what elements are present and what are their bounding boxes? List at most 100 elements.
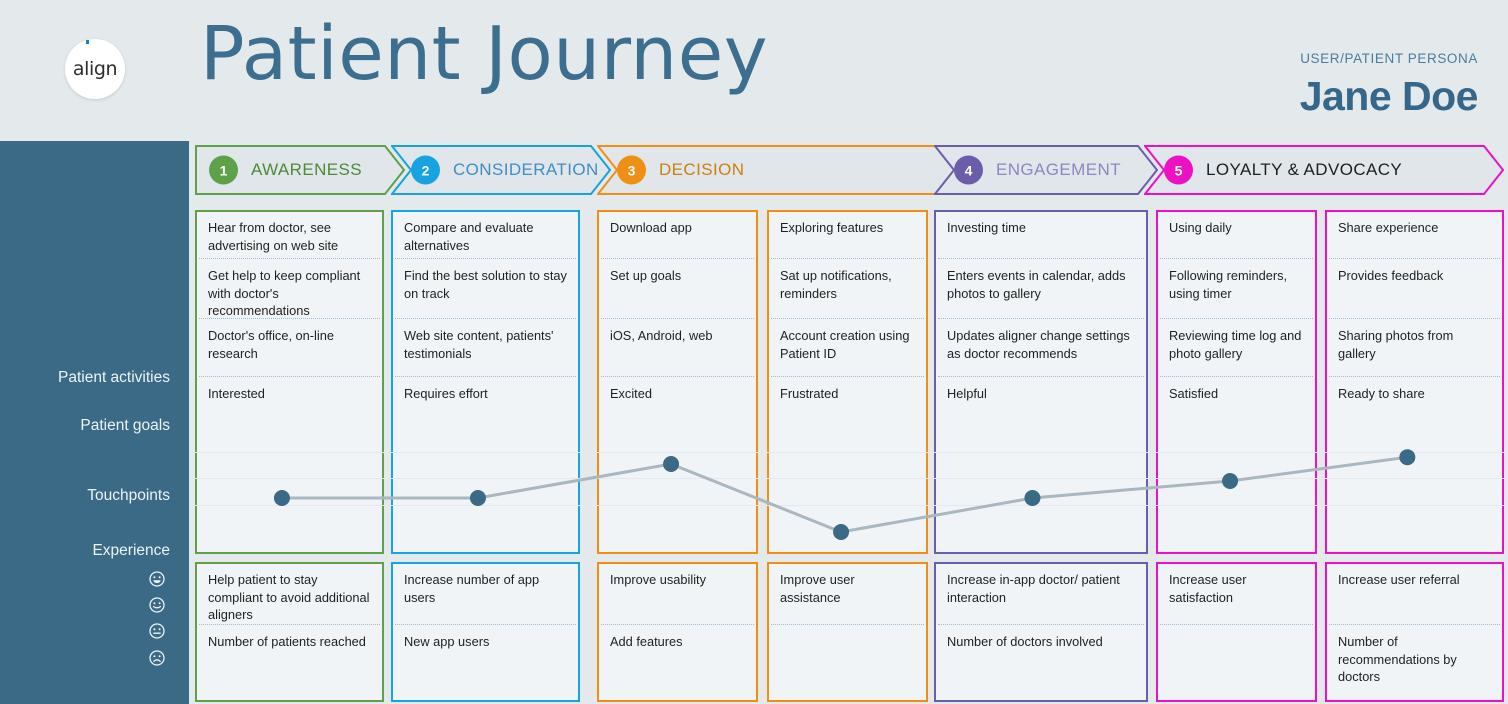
row-separator (1329, 376, 1500, 377)
cell-experience: Ready to share (1338, 386, 1425, 401)
experience-gridline (195, 452, 384, 453)
row-separator (601, 318, 754, 319)
cell-touchpoints: Account creation using Patient ID (780, 328, 910, 361)
row-separator (199, 624, 380, 625)
experience-gridline (597, 452, 758, 453)
row-separator (199, 318, 380, 319)
cell-business-goal: Increase number of app users (404, 572, 540, 605)
column-lower-block (597, 562, 758, 702)
cell-patient-goals: Set up goals (610, 268, 682, 283)
cell-experience: Frustrated (780, 386, 839, 401)
cell-patient-activities: Compare and evaluate alternatives (404, 220, 534, 253)
stage-label: ENGAGEMENT (996, 160, 1121, 179)
cell-patient-activities: Using daily (1169, 220, 1232, 235)
cell-touchpoints: Doctor's office, on-line research (208, 328, 334, 361)
row-separator (601, 624, 754, 625)
cell-experience: Excited (610, 386, 652, 401)
cell-business-goal: Increase in-app doctor/ patient interact… (947, 572, 1120, 605)
column-lower-block (934, 562, 1148, 702)
row-separator (1329, 258, 1500, 259)
cell-experience: Interested (208, 386, 265, 401)
row-separator (395, 624, 576, 625)
neutral-face-icon (149, 623, 165, 639)
row-separator (395, 318, 576, 319)
stage-number-badge: 1 (209, 155, 238, 185)
cell-patient-activities: Investing time (947, 220, 1026, 235)
column-lower-block (391, 562, 580, 702)
cell-touchpoints: Updates aligner change settings as docto… (947, 328, 1130, 361)
row-separator (1329, 318, 1500, 319)
page-title: Patient Journey (200, 11, 769, 97)
persona-label: USER/PATIENT PERSONA (1300, 51, 1478, 66)
cell-business-goal: Increase user referral (1338, 572, 1460, 587)
stage-label: LOYALTY & ADVOCACY (1206, 160, 1403, 179)
row-label-patient-activities: Patient activities (58, 369, 170, 386)
cell-business-goal: Help patient to stay compliant to avoid … (208, 572, 370, 623)
experience-gridline (1325, 505, 1504, 506)
cell-patient-activities: Exploring features (780, 220, 884, 235)
row-separator (199, 376, 380, 377)
align-logo: align (65, 39, 125, 99)
stage-chevron-consideration[interactable]: 2 CONSIDERATION (391, 145, 611, 195)
cell-patient-goals: Provides feedback (1338, 268, 1444, 283)
stage-number-badge: 3 (617, 155, 646, 185)
cell-kpi: New app users (404, 634, 490, 649)
stage-number-badge: 5 (1164, 155, 1193, 185)
sad-face-icon (149, 650, 165, 666)
cell-kpi (767, 624, 928, 702)
row-separator (601, 258, 754, 259)
cell-patient-goals: Sat up notifications, reminders (780, 268, 892, 301)
cell-kpi: Add features (610, 634, 683, 649)
column-lower-block (195, 562, 384, 702)
row-separator (771, 624, 924, 625)
row-separator (938, 318, 1144, 319)
row-separator (938, 624, 1144, 625)
stage-label: DECISION (659, 160, 745, 179)
stage-chevron-bar: 1 AWARENESS 2 CONSIDERATION 3 DECISION 4 (189, 141, 1508, 198)
cell-business-goal: Increase user satisfaction (1169, 572, 1247, 605)
cell-kpi: Number of recommendations by doctors (1338, 634, 1457, 685)
row-separator (601, 376, 754, 377)
cell-touchpoints: Web site content, patients' testimonials (404, 328, 554, 361)
cell-patient-goals: Find the best solution to stay on track (404, 268, 567, 301)
align-logo-text: align (72, 58, 118, 80)
cell-business-goal: Improve usability (610, 572, 707, 587)
cell-experience: Requires effort (404, 386, 488, 401)
stage-chevron-loyalty-advocacy[interactable]: 5 LOYALTY & ADVOCACY (1144, 145, 1504, 195)
cell-business-goal: Improve user assistance (780, 572, 855, 605)
cell-kpi: Number of patients reached (208, 634, 366, 649)
row-separator (1160, 318, 1313, 319)
cell-touchpoints: iOS, Android, web (610, 328, 713, 343)
row-separator (1329, 624, 1500, 625)
slight-smile-face-icon (149, 597, 165, 613)
persona-name: Jane Doe (1299, 73, 1479, 119)
experience-gridline (1156, 452, 1317, 453)
row-separator (199, 258, 380, 259)
cell-touchpoints: Sharing photos from gallery (1338, 328, 1454, 361)
cell-patient-goals: Following reminders, using timer (1169, 268, 1288, 301)
stage-chevron-awareness[interactable]: 1 AWARENESS (195, 145, 405, 195)
experience-gridline (767, 452, 928, 453)
stage-number-badge: 4 (954, 155, 983, 185)
cell-kpi: Number of doctors involved (947, 634, 1103, 649)
cell-experience: Helpful (947, 386, 987, 401)
row-separator (938, 376, 1144, 377)
stage-chevron-engagement[interactable]: 4 ENGAGEMENT (934, 145, 1158, 195)
row-separator (771, 318, 924, 319)
stage-label: AWARENESS (251, 160, 362, 179)
cell-kpi (1156, 624, 1317, 702)
stage-number-badge: 2 (411, 155, 440, 185)
row-label-patient-goals: Patient goals (80, 417, 170, 434)
stage-label: CONSIDERATION (453, 160, 599, 179)
row-separator (1160, 376, 1313, 377)
row-separator (938, 258, 1144, 259)
row-separator (1160, 258, 1313, 259)
row-label-experience: Experience (92, 542, 170, 559)
happy-face-icon (149, 571, 165, 587)
row-label-touchpoints: Touchpoints (87, 487, 170, 504)
row-label-sidebar: Patient activities Patient goals Touchpo… (0, 141, 189, 704)
row-separator (395, 258, 576, 259)
column-lower-block (1156, 562, 1317, 702)
column-lower-block (1325, 562, 1504, 702)
